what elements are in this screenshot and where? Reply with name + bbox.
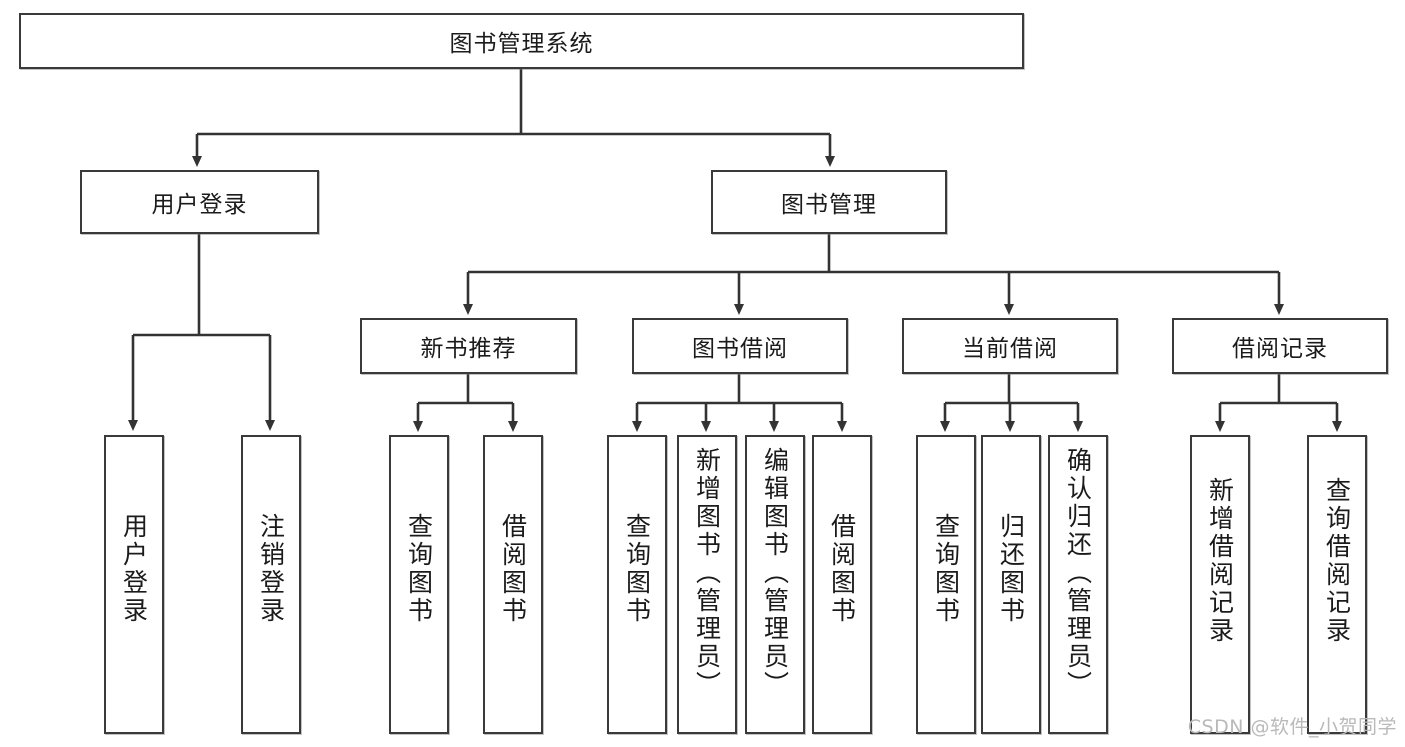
leaf-label: 查询图书	[622, 513, 652, 625]
leaf-edit-book-admin[interactable]: 编辑图书（管理员）	[745, 435, 805, 734]
leaf-return-book[interactable]: 归还图书	[981, 435, 1041, 734]
node-new-book-recommend[interactable]: 新书推荐	[360, 318, 577, 374]
node-label: 图书管理系统	[449, 31, 594, 57]
leaf-label: 新增借阅记录	[1205, 477, 1235, 645]
leaf-label: 新增图书（管理员）	[692, 447, 722, 699]
leaf-label: 归还图书	[996, 513, 1026, 625]
node-user-login[interactable]: 用户登录	[80, 170, 319, 234]
node-book-management[interactable]: 图书管理	[711, 170, 947, 234]
leaf-label: 查询图书	[404, 513, 434, 625]
leaf-borrow-book-recommend[interactable]: 借阅图书	[483, 435, 543, 734]
node-book-borrow[interactable]: 图书借阅	[632, 318, 848, 374]
leaf-query-book-recommend[interactable]: 查询图书	[389, 435, 449, 734]
leaf-borrow-book-borrow[interactable]: 借阅图书	[812, 435, 872, 734]
leaf-logout-login[interactable]: 注销登录	[241, 435, 301, 734]
leaf-label: 编辑图书（管理员）	[760, 447, 790, 699]
node-borrow-record[interactable]: 借阅记录	[1172, 318, 1388, 374]
leaf-label: 用户登录	[119, 513, 149, 625]
leaf-user-login[interactable]: 用户登录	[104, 435, 164, 734]
node-label: 图书借阅	[692, 336, 788, 362]
leaf-add-book-admin[interactable]: 新增图书（管理员）	[677, 435, 737, 734]
leaf-label: 查询图书	[931, 513, 961, 625]
node-label: 借阅记录	[1232, 336, 1328, 362]
node-label: 用户登录	[151, 192, 248, 218]
csdn-watermark: CSDN @软件_小贺同学	[1187, 716, 1397, 738]
leaf-label: 注销登录	[256, 513, 286, 625]
leaf-label: 确认归还（管理员）	[1063, 447, 1093, 699]
leaf-query-book-current[interactable]: 查询图书	[916, 435, 976, 734]
node-root-book-management-system[interactable]: 图书管理系统	[19, 13, 1024, 69]
node-label: 当前借阅	[962, 336, 1058, 362]
leaf-confirm-return-admin[interactable]: 确认归还（管理员）	[1048, 435, 1108, 734]
node-label: 新书推荐	[420, 336, 517, 362]
leaf-add-borrow-record[interactable]: 新增借阅记录	[1190, 435, 1250, 734]
leaf-label: 查询借阅记录	[1322, 477, 1352, 645]
leaf-query-borrow-record[interactable]: 查询借阅记录	[1307, 435, 1367, 734]
leaf-label: 借阅图书	[498, 513, 528, 625]
leaf-query-book-borrow[interactable]: 查询图书	[607, 435, 667, 734]
node-current-borrow[interactable]: 当前借阅	[902, 318, 1118, 374]
node-label: 图书管理	[781, 192, 877, 218]
leaf-label: 借阅图书	[827, 513, 857, 625]
